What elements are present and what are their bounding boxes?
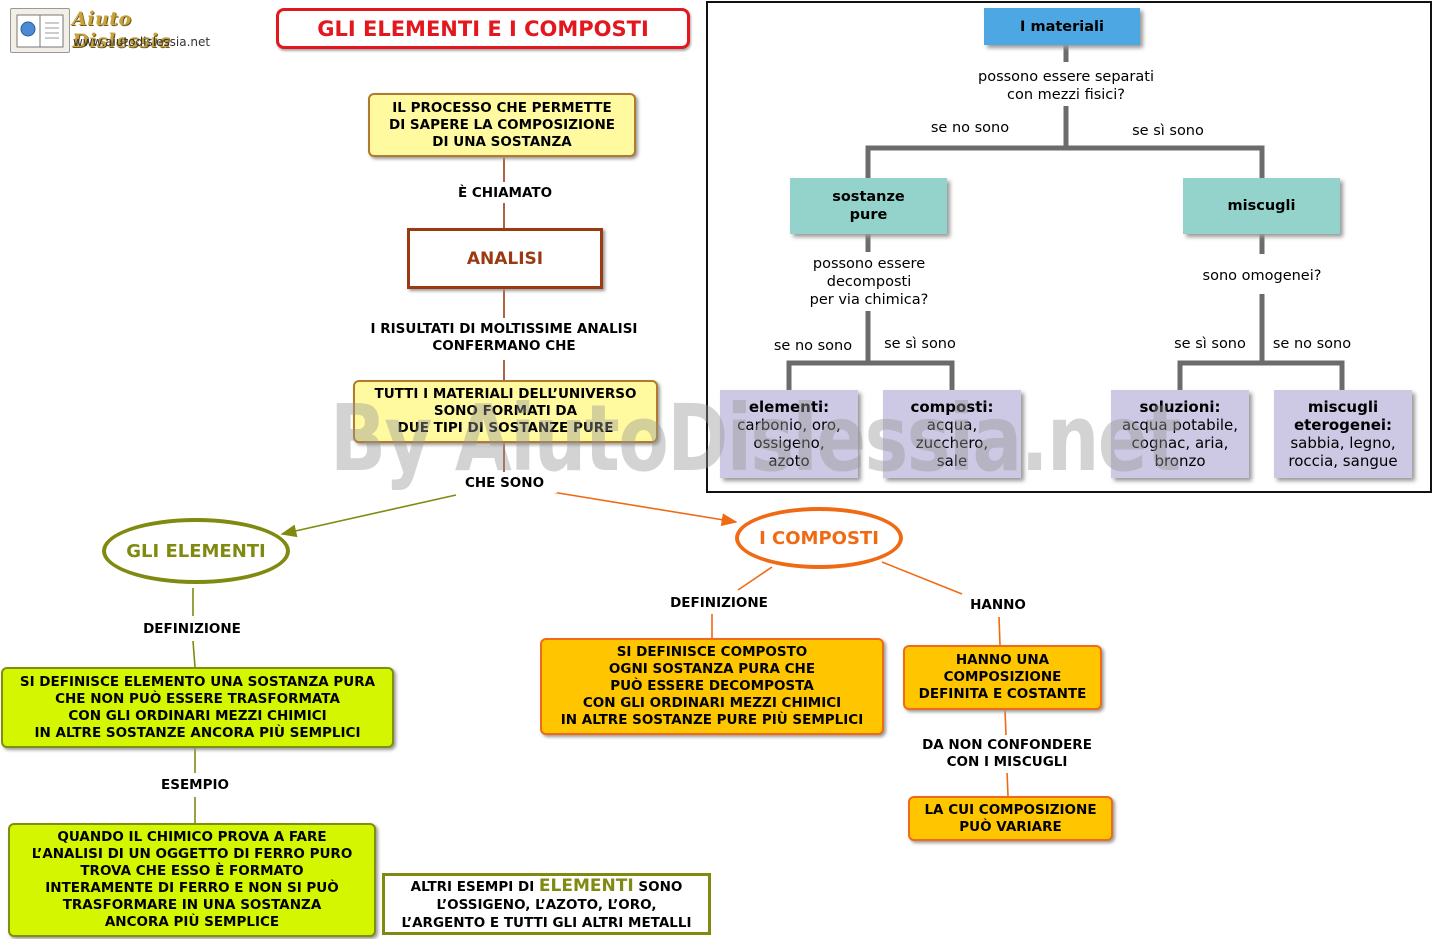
flow-leaf-soluzioni: soluzioni: acqua potabile, cognac, aria,…: [1111, 390, 1249, 478]
altri-esempi-line3: L’ARGENTO E TUTTI GLI ALTRI METALLI: [401, 914, 692, 931]
link-e-chiamato: È CHIAMATO: [430, 185, 580, 203]
flow-root-materiali: I materiali: [984, 8, 1140, 45]
process-box: IL PROCESSO CHE PERMETTE DI SAPERE LA CO…: [368, 93, 636, 157]
leaf-elementi-title: elementi:: [748, 398, 830, 416]
altri-esempi-line1: ALTRI ESEMPI DI ELEMENTI SONO: [411, 877, 683, 896]
leaf-eterogenei-title: miscugli eterogenei:: [1293, 398, 1393, 434]
altri-suffix: SONO: [638, 878, 683, 895]
flow-leaf-composti: composti: acqua, zucchero, sale: [883, 390, 1021, 478]
link-hanno: HANNO: [960, 597, 1036, 615]
flow-question-omogenei: sono omogenei?: [1192, 267, 1332, 285]
flow-question-decomposti: possono essere decomposti per via chimic…: [798, 255, 940, 311]
flow-branch-no-1: se no sono: [922, 119, 1018, 137]
flow-leaf-elementi: elementi: carbonio, oro, ossigeno, azoto: [720, 390, 858, 478]
leaf-eterogenei-body: sabbia, legno, roccia, sangue: [1288, 434, 1398, 470]
link-risultati: I RISULTATI DI MOLTISSIME ANALISI CONFER…: [344, 321, 664, 357]
flow-branch-si-3: se sì sono: [1168, 335, 1252, 353]
flow-sostanze-pure: sostanze pure: [790, 178, 947, 234]
altri-esempi-line2: L’OSSIGENO, L’AZOTO, L’ORO,: [436, 896, 657, 913]
definizione-composto-box: SI DEFINISCE COMPOSTO OGNI SOSTANZA PURA…: [540, 638, 884, 735]
flow-branch-si-2: se sì sono: [878, 335, 962, 353]
elementi-node: GLI ELEMENTI: [102, 518, 290, 584]
leaf-soluzioni-title: soluzioni:: [1139, 398, 1221, 416]
link-esempio: ESEMPIO: [150, 777, 240, 795]
altri-esempi-box: ALTRI ESEMPI DI ELEMENTI SONO L’OSSIGENO…: [382, 873, 711, 935]
page-title: GLI ELEMENTI E I COMPOSTI: [276, 8, 690, 49]
hanno-composizione-box: HANNO UNA COMPOSIZIONE DEFINITA E COSTAN…: [903, 645, 1102, 710]
miscugli-variare-box: LA CUI COMPOSIZIONE PUÒ VARIARE: [908, 796, 1113, 841]
logo-title: Aiuto Dislessia: [72, 8, 172, 52]
altri-highlight: ELEMENTI: [538, 875, 634, 896]
logo-icon: [10, 8, 70, 53]
link-definizione-composti: DEFINIZIONE: [654, 595, 784, 613]
esempio-ferro-box: QUANDO IL CHIMICO PROVA A FARE L’ANALISI…: [8, 823, 376, 937]
link-che-sono: CHE SONO: [452, 475, 557, 493]
flow-branch-no-2: se no sono: [767, 337, 859, 355]
analisi-box: ANALISI: [407, 228, 603, 289]
flow-branch-si-1: se sì sono: [1122, 122, 1214, 140]
materiali-box: TUTTI I MATERIALI DELL’UNIVERSO SONO FOR…: [353, 380, 658, 443]
composti-node: I COMPOSTI: [735, 507, 903, 569]
altri-prefix: ALTRI ESEMPI DI: [410, 878, 535, 895]
flow-leaf-eterogenei: miscugli eterogenei: sabbia, legno, rocc…: [1274, 390, 1412, 478]
flow-miscugli: miscugli: [1183, 178, 1340, 234]
leaf-elementi-body: carbonio, oro, ossigeno, azoto: [737, 416, 841, 470]
leaf-soluzioni-body: acqua potabile, cognac, aria, bronzo: [1121, 416, 1239, 470]
flow-question-separati: possono essere separati con mezzi fisici…: [960, 68, 1172, 106]
leaf-composti-title: composti:: [910, 398, 994, 416]
logo-url: www.aiutodislessia.net: [73, 35, 211, 49]
flow-branch-no-3: se no sono: [1266, 335, 1358, 353]
link-definizione-elementi: DEFINIZIONE: [127, 621, 257, 639]
definizione-elemento-box: SI DEFINISCE ELEMENTO UNA SOSTANZA PURA …: [1, 667, 394, 748]
leaf-composti-body: acqua, zucchero, sale: [915, 416, 989, 470]
link-da-non-confondere: DA NON CONFONDERE CON I MISCUGLI: [912, 737, 1102, 773]
